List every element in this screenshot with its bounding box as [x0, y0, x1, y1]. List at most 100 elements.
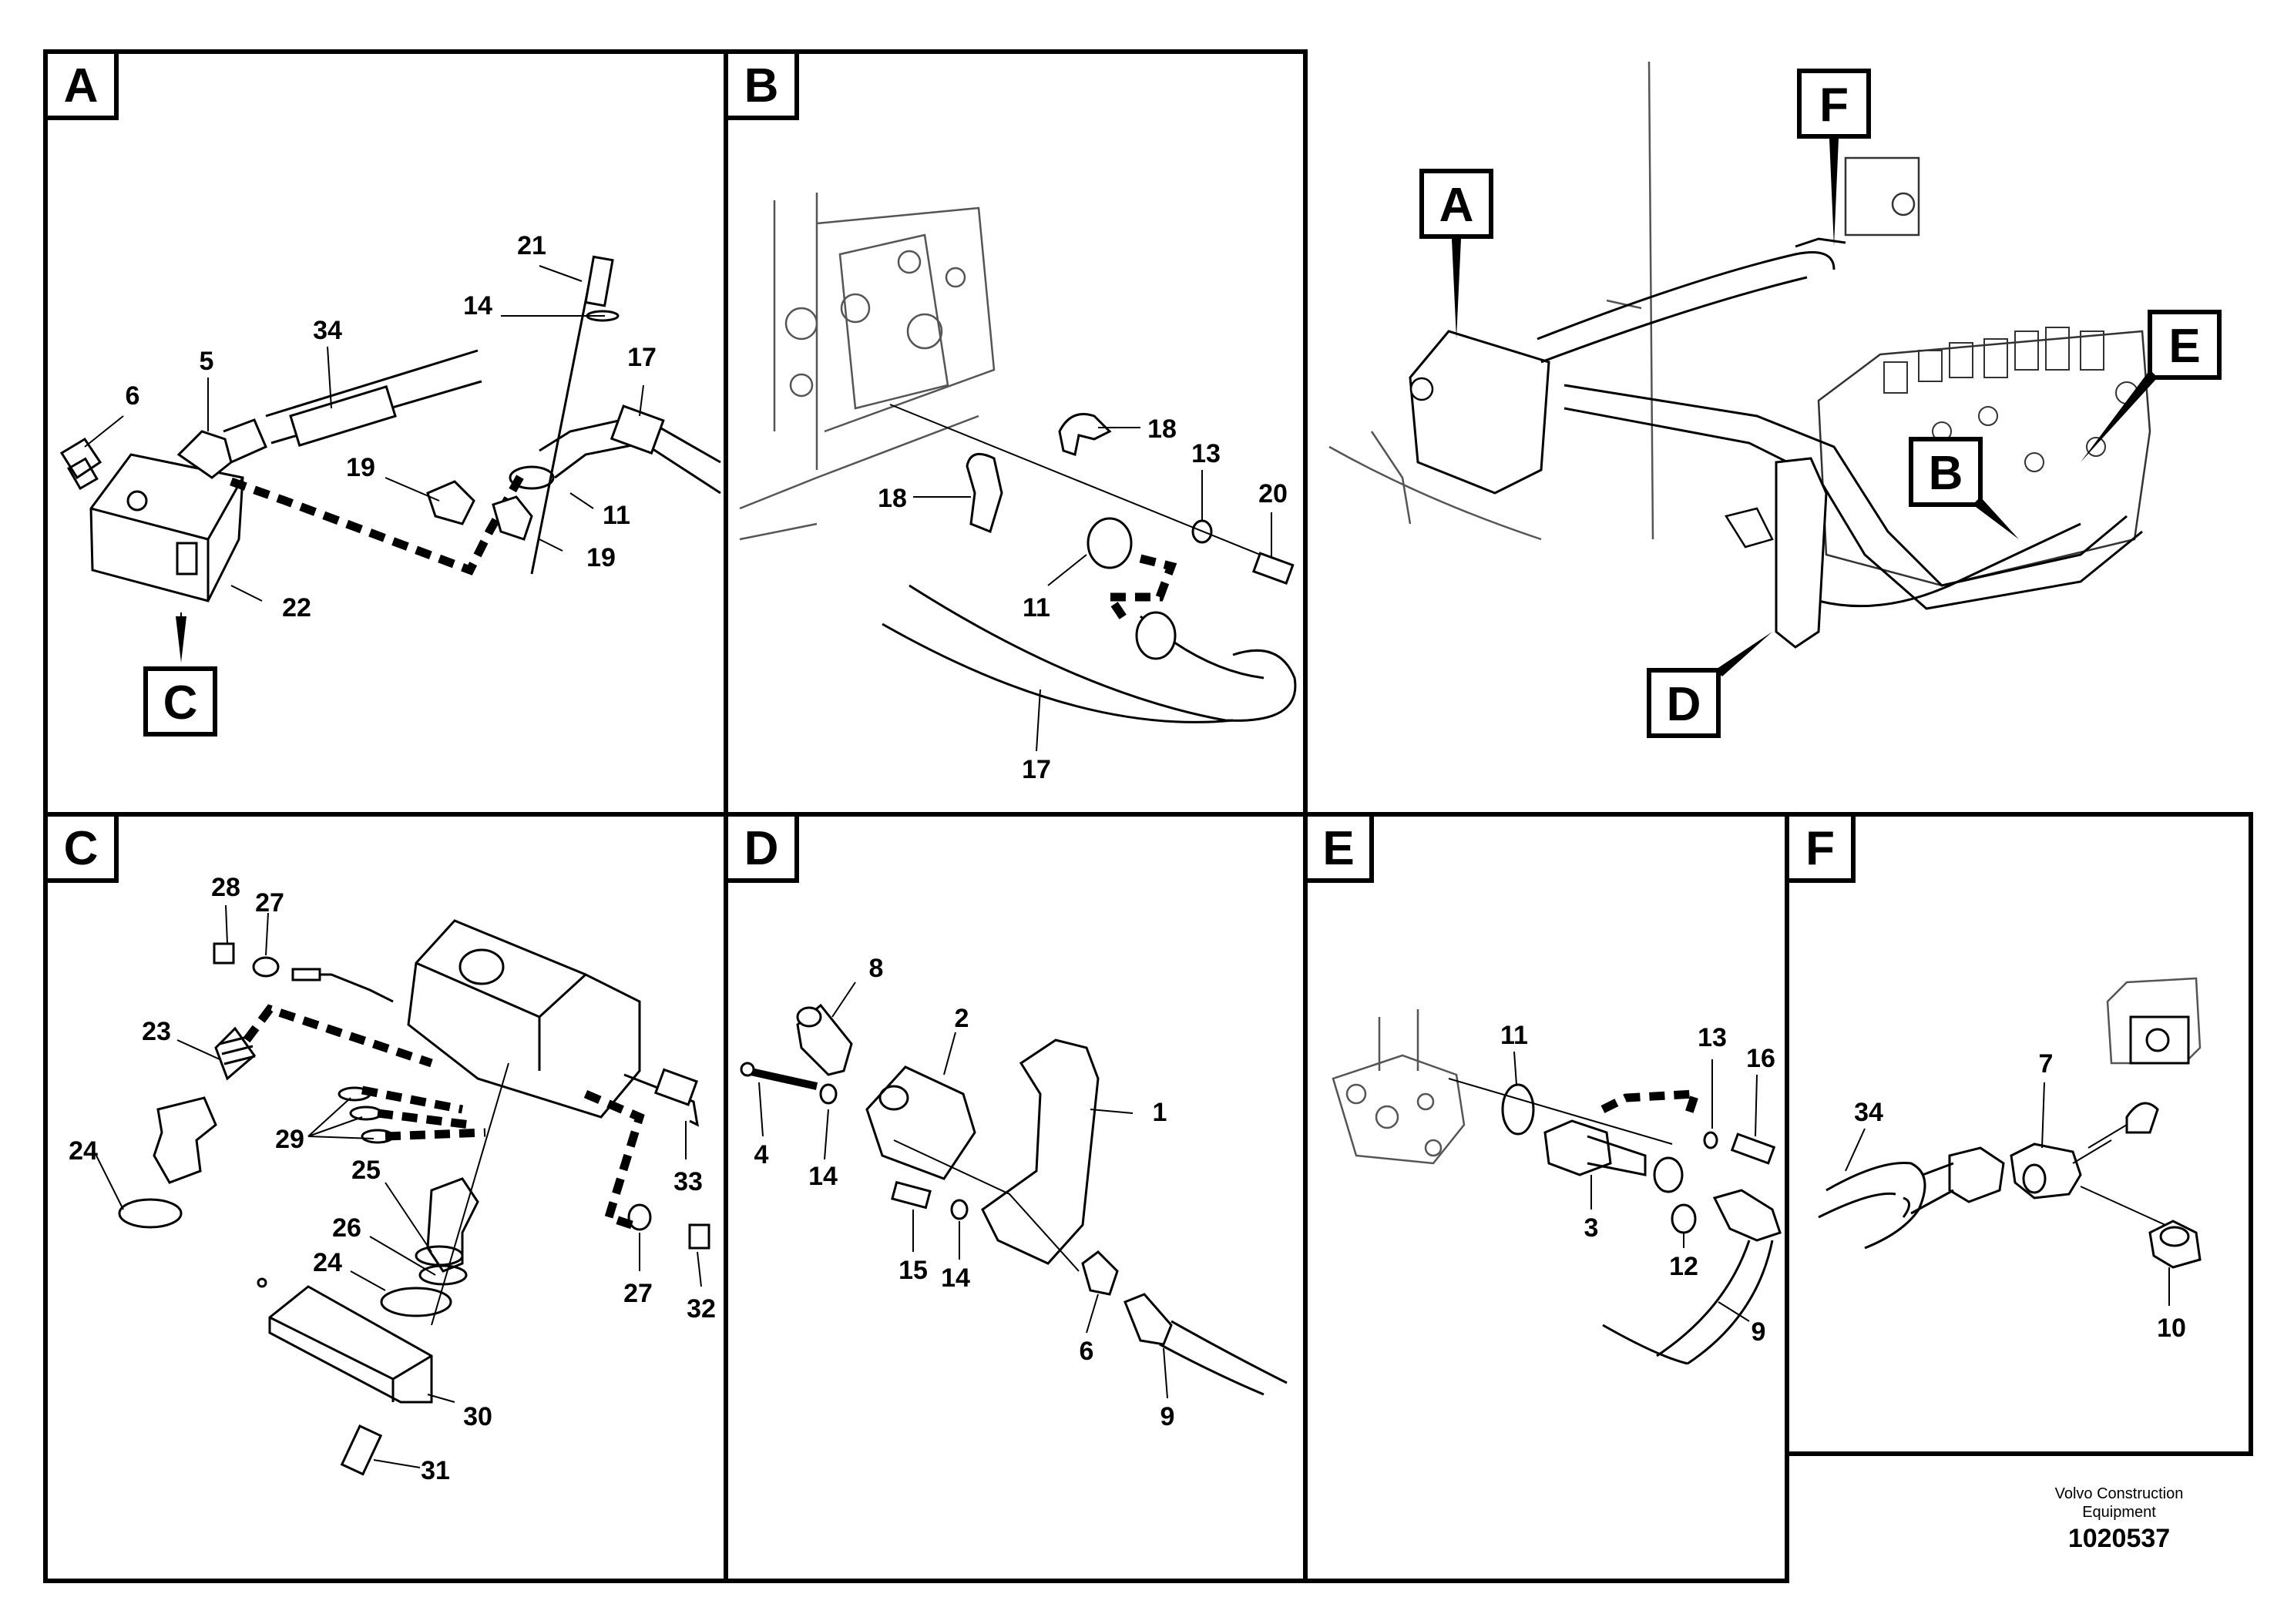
svg-text:C: C	[163, 676, 198, 730]
panel-f-leaders	[1845, 1082, 2170, 1306]
panel-frames	[43, 49, 2253, 1583]
svg-text:D: D	[744, 822, 779, 875]
callout-31: 31	[421, 1456, 450, 1485]
svg-text:C: C	[64, 822, 99, 875]
callout-16: 16	[1746, 1044, 1775, 1073]
overview-tag-f: F	[1797, 69, 1871, 247]
panel-f-drawing	[1818, 977, 2202, 1269]
callout-6: 6	[126, 381, 140, 411]
callout-4: 4	[754, 1140, 769, 1169]
callout-23: 23	[142, 1017, 171, 1046]
callout-12: 12	[1669, 1252, 1698, 1281]
panel-e-leaders	[1513, 1051, 1758, 1322]
panel-f-callouts: 34 7 10	[1854, 1049, 2186, 1343]
callout-30: 30	[463, 1402, 492, 1431]
callout-3: 3	[1584, 1213, 1599, 1243]
panel-e-tab: E	[1303, 812, 1374, 883]
svg-text:B: B	[744, 59, 779, 112]
panel-e-drawing	[1332, 1009, 1782, 1365]
callout-17: 17	[627, 343, 657, 372]
panel-a-drawing	[59, 255, 721, 602]
drawing-number: 1020537	[2067, 1524, 2171, 1553]
callout-11: 11	[603, 501, 630, 530]
panel-c-drawing	[118, 919, 710, 1476]
panel-b-frame	[724, 49, 1308, 817]
callout-32: 32	[687, 1294, 716, 1324]
callout-10: 10	[2157, 1314, 2186, 1343]
svg-text:E: E	[2168, 320, 2200, 373]
panel-d-drawing	[740, 1003, 1288, 1396]
panel-a-ref-tag-c: C	[143, 616, 217, 737]
callout-29: 29	[275, 1125, 304, 1154]
panel-b-drawing	[739, 193, 1297, 723]
callout-24b: 24	[313, 1248, 342, 1277]
overview-drawing	[1328, 61, 2151, 649]
callout-19b: 19	[586, 543, 616, 572]
panel-c-frame	[43, 812, 728, 1583]
svg-text:E: E	[1322, 822, 1354, 875]
panel-c-callouts: 28 27 23 29 24 25 26 24 33 27 32 30 31	[69, 873, 716, 1485]
callout-2: 2	[955, 1004, 969, 1033]
callout-34: 34	[1854, 1098, 1883, 1127]
svg-text:B: B	[1929, 447, 1963, 500]
callout-15: 15	[898, 1256, 928, 1285]
callout-21: 21	[517, 231, 546, 260]
footer-brand-line2: Equipment	[2082, 1504, 2156, 1521]
svg-text:F: F	[1819, 79, 1849, 132]
callout-1: 1	[1153, 1098, 1167, 1127]
callout-13: 13	[1698, 1023, 1727, 1052]
callout-6: 6	[1080, 1337, 1094, 1366]
callout-27b: 27	[623, 1279, 653, 1308]
panel-b-callouts: 18 13 20 18 11 17	[878, 414, 1288, 784]
panel-f-frame	[1785, 812, 2253, 1456]
callout-18a: 18	[1147, 414, 1177, 444]
callout-11: 11	[1500, 1021, 1528, 1050]
callout-22: 22	[282, 593, 311, 622]
callout-9: 9	[1160, 1402, 1175, 1431]
panel-b-tab: B	[724, 49, 799, 120]
callout-14: 14	[463, 291, 492, 320]
callout-14b: 14	[941, 1263, 970, 1293]
callout-18b: 18	[878, 484, 907, 513]
overview-tags: A F E B D	[1419, 69, 2222, 738]
callout-27a: 27	[255, 888, 284, 918]
panel-d-leaders	[758, 981, 1168, 1399]
callout-7: 7	[2039, 1049, 2054, 1079]
panel-f-tab: F	[1785, 812, 1856, 883]
panel-a-callouts: 21 14 34 5 6 17 19 11 19 22	[126, 231, 657, 622]
callout-9: 9	[1752, 1317, 1766, 1347]
callout-13: 13	[1191, 439, 1221, 468]
callout-5: 5	[200, 347, 214, 376]
footer-brand-line1: Volvo Construction	[2054, 1485, 2184, 1502]
callout-17: 17	[1022, 755, 1051, 784]
panel-c-tab: C	[43, 812, 119, 883]
callout-19a: 19	[346, 453, 375, 482]
overview-tag-b: B	[1909, 437, 2019, 539]
callout-14a: 14	[808, 1162, 838, 1191]
panel-a-leaders	[84, 265, 644, 655]
panel-d-tab: D	[724, 812, 799, 883]
callout-20: 20	[1258, 479, 1288, 508]
overview-tag-e: E	[2081, 310, 2222, 462]
panel-d-callouts: 8 2 1 4 14 15 14 6 9	[754, 954, 1175, 1431]
svg-text:F: F	[1805, 822, 1835, 875]
panel-e-callouts: 11 13 16 3 12 9	[1500, 1021, 1775, 1347]
callout-11: 11	[1023, 593, 1050, 622]
svg-text:A: A	[1439, 179, 1474, 232]
panel-b-leaders	[913, 427, 1272, 752]
overview-tag-d: D	[1647, 632, 1772, 738]
callout-25: 25	[351, 1156, 381, 1185]
callout-26: 26	[332, 1213, 361, 1243]
panel-a-tab: A	[43, 49, 119, 120]
panel-tabs: A B C D E F	[43, 49, 1856, 883]
overview-tag-a: A	[1419, 169, 1493, 339]
callout-24a: 24	[69, 1136, 98, 1166]
callout-33: 33	[673, 1167, 703, 1196]
panel-c-leaders	[96, 904, 702, 1468]
svg-text:A: A	[64, 59, 99, 112]
callout-28: 28	[211, 873, 240, 902]
callout-34: 34	[313, 316, 342, 345]
callout-8: 8	[869, 954, 884, 983]
